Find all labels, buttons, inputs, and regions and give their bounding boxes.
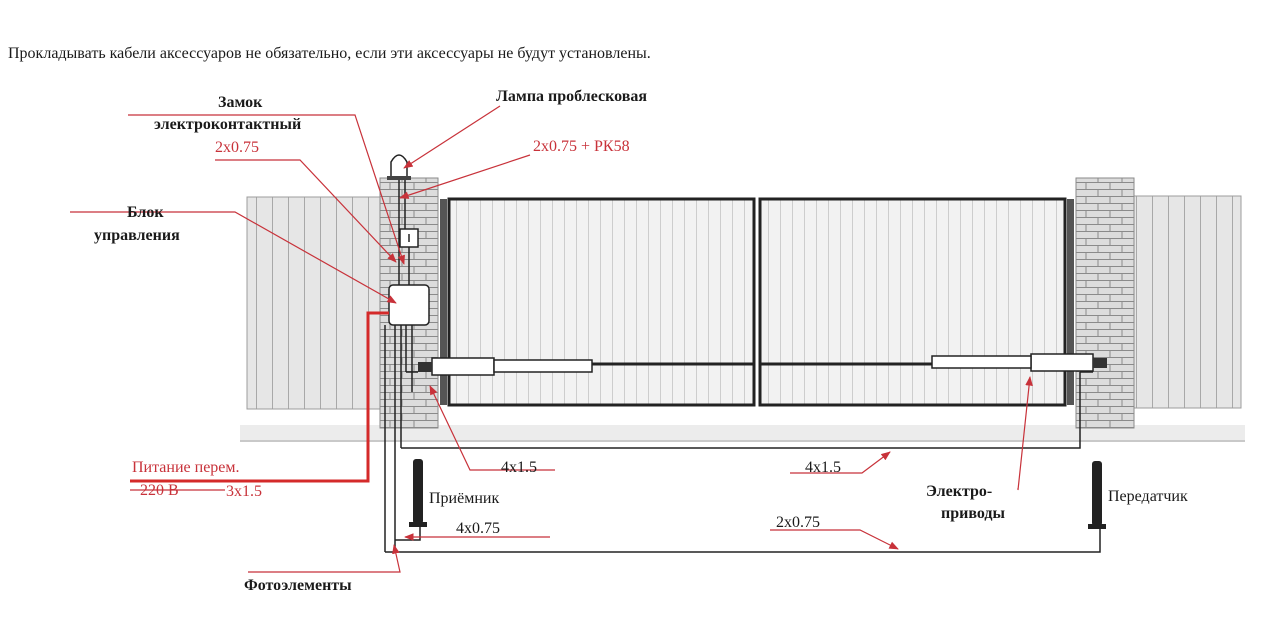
gate-post-right [1067, 199, 1074, 405]
cable-right-motor [401, 372, 1081, 449]
label-control-line1: Блок [127, 204, 164, 221]
flashing-lamp [387, 154, 411, 180]
motor-right [931, 353, 1107, 372]
gate-leaf-right [758, 197, 1067, 407]
label-control-line2: управления [94, 227, 180, 244]
label-lock-line1: Замок [218, 94, 263, 111]
label-power-line2: 220 В [140, 482, 179, 499]
cable-transmitter [385, 526, 1101, 553]
label-photocells: Фотоэлементы [244, 577, 352, 594]
control-unit [388, 284, 430, 326]
label-receiver: Приёмник [429, 490, 499, 507]
label-lamp-cable: 2x0.75 + РК58 [533, 138, 630, 155]
gate-post-left [440, 199, 447, 405]
motor-left [418, 357, 593, 376]
pillar-right [1075, 177, 1135, 429]
fence-right [1133, 195, 1242, 409]
pillar-wiring [384, 180, 418, 552]
receiver-photocell [409, 459, 427, 527]
label-motors-line1: Электро- [926, 483, 992, 500]
label-cable-left-motor: 4x1.5 [501, 459, 537, 476]
label-transmitter-cable: 2x0.75 [776, 514, 820, 531]
leader-lines [70, 105, 1033, 573]
label-receiver-cable: 4x0.75 [456, 520, 500, 537]
cable-receiver [395, 524, 421, 541]
label-motors-line2: приводы [941, 505, 1006, 522]
transmitter-photocell [1088, 461, 1106, 529]
power-cable [130, 311, 389, 483]
label-transmitter: Передатчик [1108, 488, 1188, 505]
label-power-cable: 3x1.5 [226, 483, 262, 500]
label-power-line1: Питание перем. [132, 459, 240, 476]
label-cable-right-motor: 4x1.5 [805, 459, 841, 476]
ground-strip [240, 425, 1245, 441]
label-lock-line2: электроконтактный [154, 116, 301, 133]
fence-left [246, 196, 381, 410]
top-note: Прокладывать кабели аксессуаров не обяза… [8, 45, 651, 62]
label-lock-cable: 2x0.75 [215, 139, 259, 156]
label-lamp: Лампа проблесковая [496, 88, 647, 105]
